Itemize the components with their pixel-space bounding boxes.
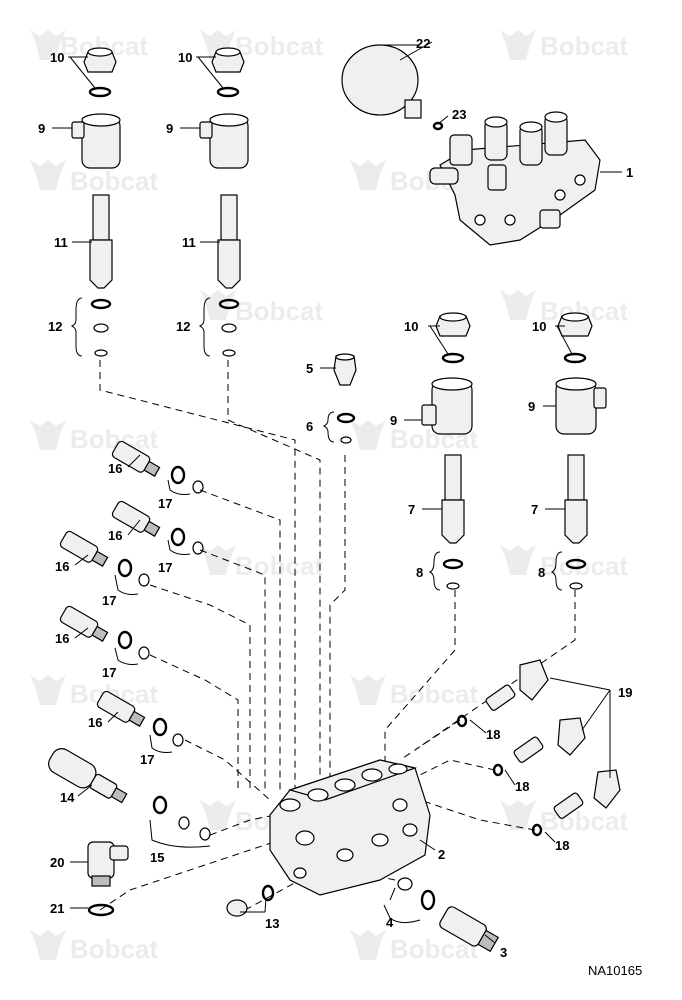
cartridge-group-16 (59, 440, 204, 747)
callout-7: 7 (408, 502, 415, 517)
watermark-text: Bobcat (70, 934, 158, 964)
bobcat-logo-watermark-icon (350, 420, 386, 450)
valve-body-part-2 (269, 759, 431, 896)
callout-9: 9 (528, 399, 535, 414)
callout-10: 10 (532, 319, 546, 334)
callout-1: 1 (626, 165, 633, 180)
leader-lines (52, 41, 622, 944)
callout-5: 5 (306, 361, 313, 376)
bobcat-logo-watermark-icon (350, 675, 386, 705)
callout-17: 17 (158, 560, 172, 575)
bobcat-logo-watermark-icon (30, 930, 66, 960)
callout-7: 7 (531, 502, 538, 517)
watermark-text: Bobcat (235, 296, 323, 326)
callout-21: 21 (50, 901, 64, 916)
callout-18: 18 (486, 727, 500, 742)
coil-stack-right-1 (421, 312, 473, 590)
callout-9: 9 (38, 121, 45, 136)
callout-16: 16 (88, 715, 102, 730)
watermark-text: Bobcat (540, 806, 628, 836)
bobcat-logo-watermark-icon (500, 30, 536, 60)
callout-18: 18 (555, 838, 569, 853)
bobcat-logo-watermark-icon (200, 800, 236, 830)
callout-6: 6 (306, 419, 313, 434)
callout-22: 22 (416, 36, 430, 51)
callout-15: 15 (150, 850, 164, 865)
o-ring-part-23 (432, 121, 444, 131)
bobcat-logo-watermark-icon (500, 545, 536, 575)
callout-2: 2 (438, 847, 445, 862)
callout-19: 19 (618, 685, 632, 700)
bobcat-logo-watermark-icon (500, 290, 536, 320)
watermark-text: Bobcat (235, 551, 323, 581)
callout-10: 10 (50, 50, 64, 65)
coil-stack-left-1 (71, 47, 121, 357)
callout-23: 23 (452, 107, 466, 122)
bobcat-logo-watermark-icon (200, 290, 236, 320)
callout-labels: 10 10 9 9 11 11 12 12 5 6 10 10 9 9 7 7 … (38, 36, 633, 960)
watermark-text: Bobcat (390, 679, 478, 709)
callout-16: 16 (55, 631, 69, 646)
fittings-part-18-19 (456, 659, 621, 837)
callout-9: 9 (166, 121, 173, 136)
coil-stack-right-2 (555, 312, 607, 590)
callout-14: 14 (60, 790, 75, 805)
plug-part-5 (333, 353, 357, 444)
bobcat-logo-watermark-icon (350, 930, 386, 960)
callout-8: 8 (538, 565, 545, 580)
callout-12: 12 (48, 319, 62, 334)
assembly-lines (99, 360, 576, 911)
callout-18: 18 (515, 779, 529, 794)
callout-12: 12 (176, 319, 190, 334)
bobcat-logo-watermark-icon (30, 160, 66, 190)
bobcat-logo-watermark-icon (30, 675, 66, 705)
bobcat-logo-watermark-icon (200, 545, 236, 575)
callout-9: 9 (390, 413, 397, 428)
watermark-text: Bobcat (70, 166, 158, 196)
callout-10: 10 (178, 50, 192, 65)
pressure-switch-part-14 (48, 748, 211, 841)
callout-8: 8 (416, 565, 423, 580)
callout-3: 3 (500, 945, 507, 960)
callout-11: 11 (182, 235, 196, 250)
callout-16: 16 (108, 461, 122, 476)
accumulator-part-22 (341, 44, 422, 119)
bobcat-logo-watermark-icon (500, 800, 536, 830)
callout-17: 17 (102, 593, 116, 608)
watermark-text: Bobcat (540, 31, 628, 61)
figure-id: NA10165 (588, 963, 642, 978)
watermark-text: Bobcat (235, 31, 323, 61)
relief-valve-part-3 (397, 877, 500, 953)
callout-17: 17 (158, 496, 172, 511)
callout-17: 17 (140, 752, 154, 767)
bobcat-logo-watermark-icon (30, 420, 66, 450)
callout-17: 17 (102, 665, 116, 680)
callout-4: 4 (386, 915, 394, 930)
callout-13: 13 (265, 916, 279, 931)
fitting-part-20 (87, 841, 129, 917)
coil-stack-left-2 (199, 47, 249, 357)
callout-16: 16 (108, 528, 122, 543)
callout-11: 11 (54, 235, 68, 250)
callout-20: 20 (50, 855, 64, 870)
valve-assembly-part-1 (429, 111, 601, 246)
callout-16: 16 (55, 559, 69, 574)
callout-10: 10 (404, 319, 418, 334)
bobcat-logo-watermark-icon (350, 160, 386, 190)
